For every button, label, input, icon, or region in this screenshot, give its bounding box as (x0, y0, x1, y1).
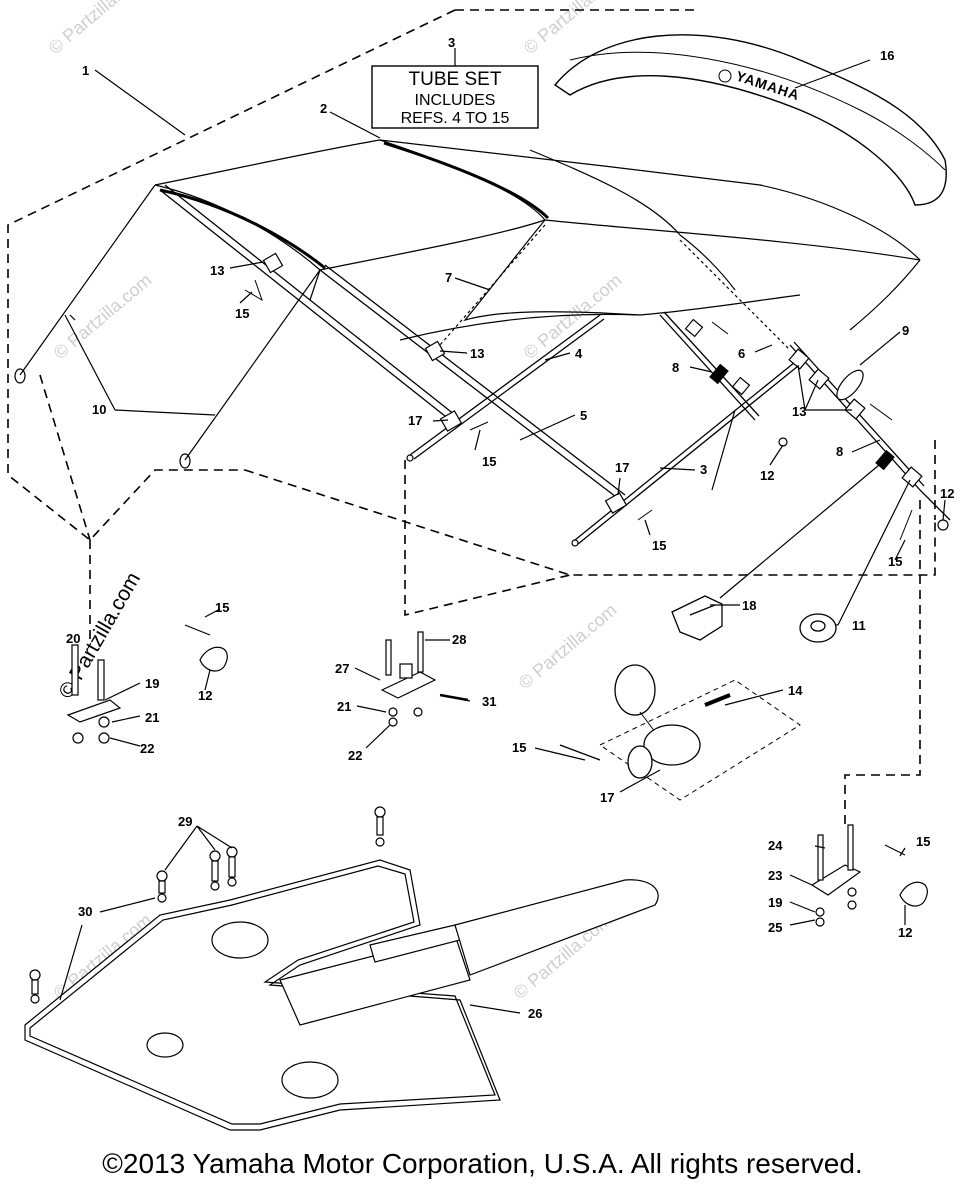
callout-box-line1: TUBE SET (409, 69, 502, 90)
callout-21a: 21 (145, 710, 159, 725)
callout-numbers: 1 2 3 7 16 13 15 13 4 6 5 8 9 13 17 15 1… (66, 35, 954, 1021)
bimini-canvas (154, 139, 921, 351)
watermarks: © Partzilla.com © Partzilla.com © Partzi… (45, 0, 626, 1003)
callout-15c: 15 (652, 538, 666, 553)
hinge-fitting-detail (559, 664, 801, 801)
callout-19b: 19 (768, 895, 782, 910)
callout-13b: 13 (470, 346, 484, 361)
callout-15e: 15 (512, 740, 526, 755)
callout-7: 7 (445, 270, 452, 285)
callout-15a: 15 (235, 306, 249, 321)
watermark-text: © Partzilla.com (45, 0, 151, 58)
callout-2: 2 (320, 101, 327, 116)
callout-11: 11 (852, 618, 866, 633)
callout-13a: 13 (210, 263, 224, 278)
callout-9: 9 (902, 323, 909, 338)
callout-14: 14 (788, 683, 803, 698)
callout-17b: 17 (615, 460, 629, 475)
callout-30: 30 (78, 904, 92, 919)
callout-19a: 19 (145, 676, 159, 691)
callout-31: 31 (482, 694, 496, 709)
callout-3b: 3 (700, 462, 707, 477)
callout-3: 3 (448, 35, 455, 50)
callout-15d: 15 (888, 554, 902, 569)
callout-15f: 15 (215, 600, 229, 615)
callout-5: 5 (580, 408, 587, 423)
tube-set-callout: TUBE SET INCLUDES REFS. 4 TO 15 (371, 65, 539, 129)
leader-lines (59, 48, 946, 1014)
callout-17a: 17 (408, 413, 422, 428)
callout-26: 26 (528, 1006, 542, 1021)
deck-panel (24, 859, 659, 1131)
callout-25: 25 (768, 920, 782, 935)
parts-diagram: © Partzilla.com © Partzilla.com © Partzi… (7, 0, 954, 1131)
callout-box-line2: INCLUDES (415, 92, 496, 109)
storage-boot: YAMAHA (553, 34, 947, 206)
straps (14, 184, 321, 469)
callout-21b: 21 (337, 699, 351, 714)
clip-and-bumper (671, 595, 837, 643)
callout-24: 24 (768, 838, 783, 853)
callout-23: 23 (768, 868, 782, 883)
callout-15g: 15 (916, 834, 930, 849)
copyright-notice: ©2013 Yamaha Motor Corporation, U.S.A. A… (102, 1148, 863, 1179)
callout-1: 1 (82, 63, 89, 78)
callout-8a: 8 (672, 360, 679, 375)
callout-13c: 13 (792, 404, 806, 419)
yamaha-emblem-icon (718, 69, 732, 83)
callout-12b: 12 (940, 486, 954, 501)
callout-12d: 12 (898, 925, 912, 940)
callout-22a: 22 (140, 741, 154, 756)
callout-27: 27 (335, 661, 349, 676)
callout-16: 16 (880, 48, 894, 63)
watermark-text: © Partzilla.com (520, 270, 626, 363)
frame-fittings (262, 252, 949, 547)
deck-screws (29, 806, 386, 1004)
callout-6: 6 (738, 346, 745, 361)
callout-12c: 12 (198, 688, 212, 703)
callout-28: 28 (452, 632, 466, 647)
callout-box-line3: REFS. 4 TO 15 (401, 110, 510, 127)
callout-12a: 12 (760, 468, 774, 483)
deck-mounts (66, 624, 928, 927)
callout-8b: 8 (836, 444, 843, 459)
callout-17c: 17 (600, 790, 614, 805)
callout-22b: 22 (348, 748, 362, 763)
frame-tubes (159, 184, 951, 545)
callout-4: 4 (575, 346, 583, 361)
watermark-text: © Partzilla.com (515, 600, 621, 693)
callout-20: 20 (66, 631, 80, 646)
assembly-outline (7, 9, 936, 825)
callout-18: 18 (742, 598, 756, 613)
callout-15b: 15 (482, 454, 496, 469)
callout-10: 10 (92, 402, 106, 417)
callout-29: 29 (178, 814, 192, 829)
